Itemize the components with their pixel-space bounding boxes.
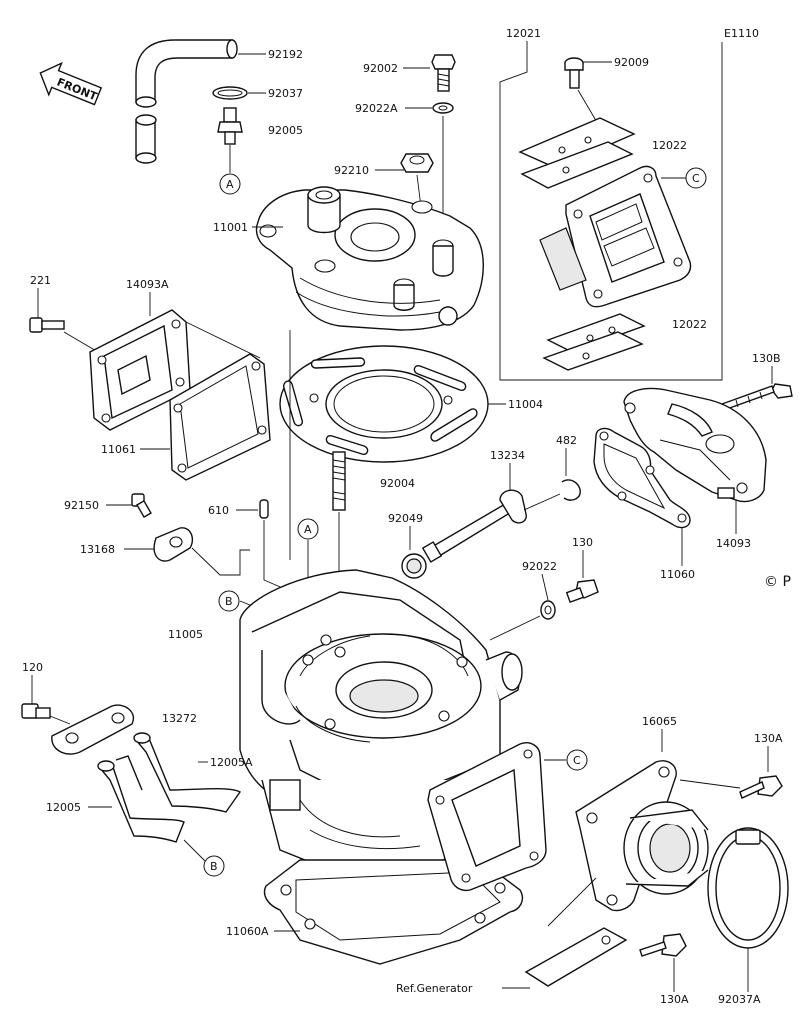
bolt-130B xyxy=(721,383,793,411)
label-11005: 11005 xyxy=(168,628,203,641)
label-92150: 92150 xyxy=(64,499,99,512)
label-12022-top: 12022 xyxy=(652,139,687,152)
label-11004: 11004 xyxy=(508,398,543,411)
cover-14093A xyxy=(89,309,191,431)
label-13168: 13168 xyxy=(80,543,115,556)
label-13234: 13234 xyxy=(490,449,525,462)
front-arrow-icon: FRONT xyxy=(39,61,103,106)
generator-plate xyxy=(524,927,628,987)
bolt-120 xyxy=(21,703,51,719)
plug-130 xyxy=(565,579,599,603)
reed-block-12022 xyxy=(539,165,692,308)
label-11060: 11060 xyxy=(660,568,695,581)
reed-stopper-plate xyxy=(518,117,636,169)
reed-gasket-12022 xyxy=(542,313,646,371)
label-92192: 92192 xyxy=(268,48,303,61)
label-12005A: 12005A xyxy=(210,756,253,769)
plate-13272 xyxy=(51,704,135,755)
bolt-92002 xyxy=(431,54,456,92)
label-92004: 92004 xyxy=(380,477,415,490)
label-92210: 92210 xyxy=(334,164,369,177)
pin-610 xyxy=(259,499,269,519)
clip-92037 xyxy=(212,86,248,100)
valve-12005 xyxy=(97,755,185,843)
exhaust-cover-14093 xyxy=(623,387,767,503)
label-130A-bottom: 130A xyxy=(660,993,689,1006)
label-12005: 12005 xyxy=(46,801,81,814)
diagram-code: E1110 xyxy=(724,27,759,40)
callout-a-mid xyxy=(297,518,319,540)
cylinder-head-11001 xyxy=(255,186,484,331)
label-12022-bottom: 12022 xyxy=(672,318,707,331)
label-11001: 11001 xyxy=(213,221,248,234)
label-482: 482 xyxy=(556,434,577,447)
stud-92004 xyxy=(332,451,346,511)
hose-92192 xyxy=(135,39,238,164)
label-92037: 92037 xyxy=(268,87,303,100)
cylinder-11005 xyxy=(239,569,523,873)
label-12021: 12021 xyxy=(506,27,541,40)
shaft-13234 xyxy=(421,489,527,563)
bolt-130A-top xyxy=(739,775,783,799)
screw-92009 xyxy=(564,57,584,89)
callout-b-mid-text: B xyxy=(225,595,233,608)
label-92002: 92002 xyxy=(363,62,398,75)
washer-92022 xyxy=(540,600,556,620)
label-14093A: 14093A xyxy=(126,278,169,291)
oil-seal-92049 xyxy=(401,553,427,579)
bolt-221 xyxy=(29,317,65,333)
label-11060A: 11060A xyxy=(226,925,269,938)
fitting-92005 xyxy=(217,107,243,145)
label-92022A: 92022A xyxy=(355,102,398,115)
valve-12005A xyxy=(133,732,242,813)
label-92049: 92049 xyxy=(388,512,423,525)
label-130: 130 xyxy=(572,536,593,549)
callout-a-mid-text: A xyxy=(304,523,312,536)
label-92009: 92009 xyxy=(614,56,649,69)
screw-92150 xyxy=(131,493,152,519)
label-130A-top: 130A xyxy=(754,732,783,745)
label-92022: 92022 xyxy=(522,560,557,573)
label-120: 120 xyxy=(22,661,43,674)
washer-92022A xyxy=(432,102,454,114)
callout-c-top-text: C xyxy=(692,172,700,185)
callout-b-bottom-text: B xyxy=(210,860,218,873)
gasket-11060 xyxy=(593,427,691,529)
gasket-11061 xyxy=(169,353,271,481)
label-14093: 14093 xyxy=(716,537,751,550)
callout-b-mid xyxy=(218,590,240,612)
callout-c-bottom-text: C xyxy=(573,754,581,767)
label-16065: 16065 xyxy=(642,715,677,728)
head-gasket-11004 xyxy=(279,345,489,463)
lever-13168 xyxy=(153,527,194,562)
label-92037A: 92037A xyxy=(718,993,761,1006)
label-92005: 92005 xyxy=(268,124,303,137)
callout-b-bottom xyxy=(203,855,225,877)
callout-c-bottom xyxy=(566,749,588,771)
ref-generator-label: Ref.Generator xyxy=(396,982,473,995)
circlip-482 xyxy=(561,479,581,501)
reed-petal xyxy=(520,141,634,189)
bolt-130A-bottom xyxy=(639,933,687,957)
label-13272: 13272 xyxy=(162,712,197,725)
copyright: © P xyxy=(764,574,791,590)
label-11061: 11061 xyxy=(101,443,136,456)
nut-92210 xyxy=(400,153,434,173)
callout-a-top xyxy=(219,173,241,195)
label-221: 221 xyxy=(30,274,51,287)
label-130B: 130B xyxy=(752,352,781,365)
clamp-92037A xyxy=(707,827,789,949)
intake-16065 xyxy=(575,760,709,912)
callout-a-top-text: A xyxy=(226,178,234,191)
label-610: 610 xyxy=(208,504,229,517)
callout-c-top xyxy=(685,167,707,189)
reed-frame xyxy=(427,742,547,892)
